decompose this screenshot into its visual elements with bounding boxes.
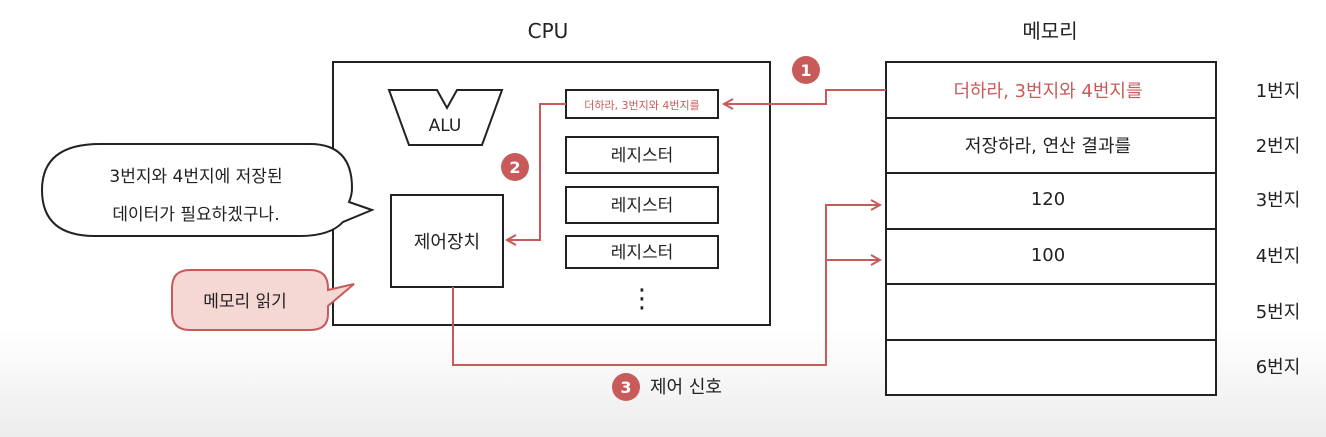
memory-table: 더하라, 3번지와 4번지를 저장하라, 연산 결과를 120 100 1번지 … — [885, 61, 1301, 396]
alu-label: ALU — [429, 116, 462, 136]
arrow-register-to-control — [507, 103, 566, 240]
step-badge-1: 1 — [792, 56, 820, 84]
memory-cell-2: 저장하라, 연산 결과를 — [965, 136, 1131, 157]
arrow-control-signal-to-cell-3 — [452, 205, 880, 366]
step-3-number: 3 — [620, 378, 631, 397]
register-4 — [565, 235, 719, 269]
memory-address-5: 5번지 — [1256, 302, 1301, 323]
step-badge-3: 3 — [612, 373, 640, 401]
control-signal-label: 제어 신호 — [650, 377, 722, 398]
step-badge-2: 2 — [501, 153, 529, 181]
speech-bubble: 3번지와 4번지에 저장된 데이터가 필요하겠구나. — [40, 143, 375, 237]
register-3-label: 레지스터 — [611, 196, 674, 216]
memory-cell-1: 더하라, 3번지와 4번지를 — [953, 81, 1142, 102]
memory-read-label: 메모리 읽기 — [203, 292, 287, 312]
speech-line-1: 3번지와 4번지에 저장된 — [109, 167, 282, 187]
register-2-label: 레지스터 — [611, 146, 674, 166]
memory-cell-3: 120 — [1031, 189, 1065, 210]
register-1-label: 더하라, 3번지와 4번지를 — [584, 98, 700, 112]
memory-title: 메모리 — [1022, 19, 1077, 43]
memory-cell-4: 100 — [1031, 245, 1065, 266]
register-4-label: 레지스터 — [611, 243, 674, 263]
control-unit: 제어장치 — [390, 194, 504, 288]
register-2 — [565, 136, 719, 174]
register-1 — [565, 89, 719, 119]
memory-address-1: 1번지 — [1256, 81, 1301, 102]
memory-address-4: 4번지 — [1256, 246, 1301, 267]
control-unit-label: 제어장치 — [414, 232, 480, 253]
register-ellipsis: ⋮ — [629, 284, 655, 314]
memory-address-6: 6번지 — [1256, 357, 1301, 378]
memory-read-tag: 메모리 읽기 — [171, 269, 355, 331]
step-2-number: 2 — [509, 158, 520, 177]
step-1-number: 1 — [800, 61, 811, 80]
alu: ALU — [387, 89, 504, 146]
memory-address-2: 2번지 — [1256, 136, 1301, 157]
register-stack: 더하라, 3번지와 4번지를 레지스터 레지스터 레지스터 ⋮ — [565, 89, 719, 314]
register-3 — [565, 186, 719, 224]
speech-line-2: 데이터가 필요하겠구나. — [112, 205, 279, 225]
memory-address-3: 3번지 — [1256, 190, 1301, 211]
arrow-memory-to-register — [724, 89, 886, 104]
control-unit-box — [390, 194, 504, 288]
cpu-title: CPU — [528, 19, 569, 43]
